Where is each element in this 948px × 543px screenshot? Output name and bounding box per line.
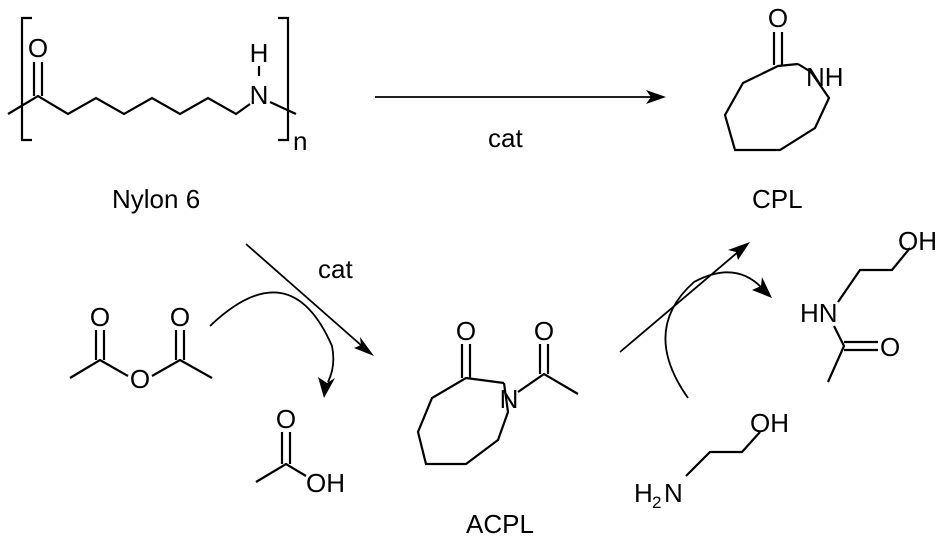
ethanolamine-oh-atom: OH [750, 408, 789, 438]
hea-hn-atom: HN [800, 298, 838, 328]
acetic-acid-oh-atom: OH [306, 468, 345, 498]
acpl-ring [416, 376, 510, 466]
ethanolamine-structure: OH H 2 N [634, 408, 789, 512]
acetic-acid-o-atom: O [276, 404, 296, 434]
anhydride-bridge-o-atom: O [130, 364, 150, 394]
hea-backbone [837, 247, 911, 303]
nylon-chain [7, 94, 251, 116]
anhydride-backbone [69, 358, 129, 379]
anhydride-backbone-right [151, 358, 213, 379]
acetic-anhydride-structure: O O O [69, 302, 213, 394]
nylon-tail-bond [269, 101, 297, 115]
right-curved-arrow [664, 271, 772, 399]
cpl-label: CPL [752, 184, 803, 214]
cpl-o-atom: O [768, 3, 788, 33]
acetic-acid-backbone [255, 462, 307, 483]
acpl-acetyl-o-atom: O [534, 316, 554, 346]
cpl-ring [723, 62, 831, 152]
hea-oh-atom: OH [898, 226, 937, 256]
nylon6-label: Nylon 6 [112, 184, 200, 214]
top-reaction-arrow [375, 90, 666, 104]
nylon-h-atom: H [250, 38, 269, 68]
nylon-right-bracket [278, 16, 290, 142]
right-diagonal-arrow [619, 242, 750, 353]
cpl-nh-atom: NH [806, 62, 844, 92]
hea-o-atom: O [880, 332, 900, 362]
acpl-o-atom: O [456, 316, 476, 346]
nylon-repeat-n: n [293, 126, 307, 156]
ethanolamine-backbone [685, 431, 761, 477]
cpl-structure: O NH [723, 3, 844, 152]
nylon6-structure: O H N n [7, 16, 307, 156]
ethanolamine-subscript-2: 2 [652, 493, 661, 512]
ethanolamine-h-atom: H [634, 478, 653, 508]
anhydride-o2-atom: O [170, 302, 190, 332]
acetic-acid-structure: O OH [255, 404, 345, 498]
acpl-label: ACPL [466, 509, 534, 539]
cat-label-top: cat [488, 123, 523, 153]
left-curved-arrow [209, 291, 335, 398]
hea-amide-bonds [826, 325, 846, 383]
anhydride-o1-atom: O [90, 302, 110, 332]
cat-label-left: cat [318, 254, 353, 284]
nylon-o-atom: O [28, 33, 48, 63]
nylon-n-atom: N [250, 80, 269, 110]
acpl-n-atom: N [500, 384, 519, 414]
ethanolamine-n-atom: N [664, 478, 683, 508]
left-diagonal-arrow [245, 243, 374, 356]
hydroxyethyl-acetamide-structure: OH HN O [800, 226, 937, 383]
acpl-structure: O N O [416, 316, 579, 466]
nylon-left-bracket [20, 16, 32, 142]
acpl-acetyl-bonds [517, 372, 579, 395]
